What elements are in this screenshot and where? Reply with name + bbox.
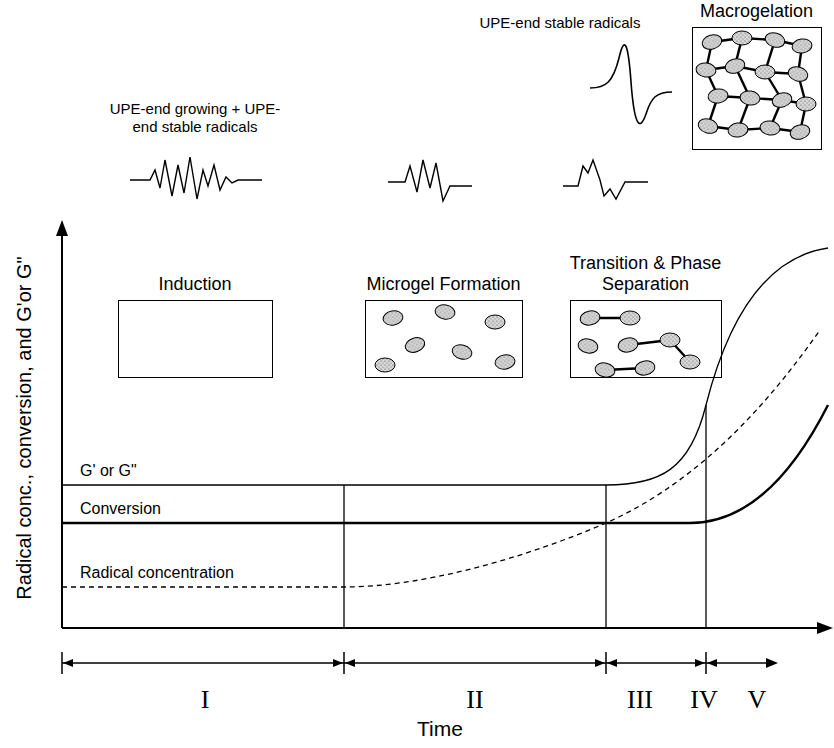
stage-heading: Transition & Phase Separation [566, 253, 726, 295]
stage-heading: Microgel Formation [349, 274, 539, 295]
stage-box: Induction [118, 300, 273, 378]
stage-box: Microgel Formation [365, 300, 523, 378]
stage-number: V [737, 684, 777, 715]
curve-label: G' or G" [80, 461, 137, 480]
stage-number: IV [684, 684, 724, 715]
stage-box: Transition & Phase Separation [570, 300, 722, 378]
stage-heading: Macrogelation [689, 1, 825, 22]
stage-number: III [615, 684, 665, 715]
curve-label: Conversion [80, 499, 161, 518]
spectrum-caption: UPE-end stable radicals [460, 14, 660, 32]
stage-number: I [175, 684, 235, 715]
stage-heading: Induction [115, 274, 275, 295]
stage-box: Macrogelation [692, 27, 822, 150]
spectrum-caption: UPE-end growing + UPE-end stable radical… [100, 100, 290, 136]
axis-title: Radical conc., conversion, and G'or G" [12, 208, 36, 648]
curve-label: Radical concentration [80, 563, 234, 582]
axis-title: Time [380, 716, 500, 741]
stage-number: II [445, 684, 505, 715]
